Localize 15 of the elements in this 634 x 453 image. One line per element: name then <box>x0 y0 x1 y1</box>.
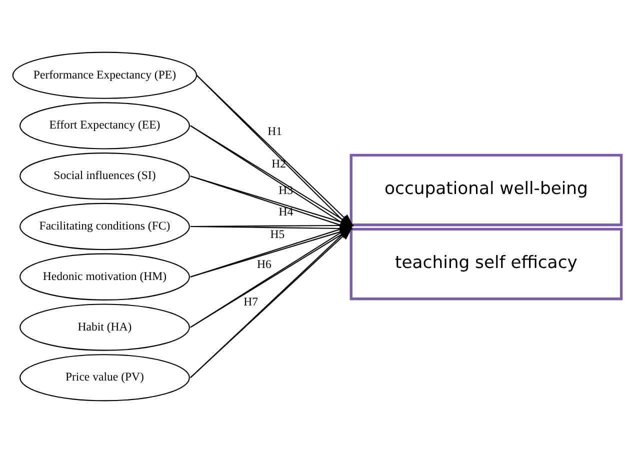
node-ellipse: Price value (PV) <box>20 354 190 402</box>
edge-label: H7 <box>244 294 258 308</box>
node-ellipse: Performance Expectancy (PE) <box>12 52 198 99</box>
node-ellipse: Habit (HA) <box>20 304 190 351</box>
node-ellipse: Social influences (SI) <box>20 152 190 200</box>
edge-label: H2 <box>272 156 286 170</box>
node-box: occupational well-being <box>350 154 623 226</box>
edge-label: H6 <box>256 257 272 271</box>
node-box: teaching self efficacy <box>350 228 623 300</box>
node-ellipse: Hedonic motivation (HM) <box>20 253 190 300</box>
node-ellipse: Facilitating conditions (FC) <box>20 202 190 250</box>
edge-label: H5 <box>270 227 285 242</box>
edge-label: H1 <box>268 124 282 138</box>
edge-label: H4 <box>278 204 294 218</box>
node-ellipse: Effort Expectancy (EE) <box>20 102 190 150</box>
